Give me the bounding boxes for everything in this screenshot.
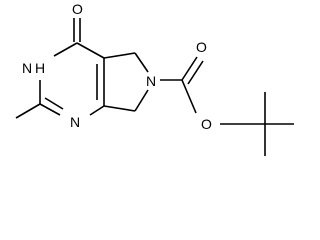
- bond-c2-n1-1: [39, 103, 61, 116]
- bond-c4-n3: [53, 42, 78, 57]
- atom-ring-nh-hydrogen: H: [35, 60, 45, 76]
- bond-c5-n6: [134, 52, 149, 73]
- molecule-structure: O N H N N O O: [15, 1, 294, 156]
- atom-ester-oxygen: O: [201, 116, 212, 132]
- bond-c2-n1-2: [44, 97, 64, 110]
- bond-n1-c7a: [89, 105, 105, 116]
- atom-ring-nh: N: [22, 60, 32, 76]
- bond-c4-c4a: [76, 42, 105, 59]
- bond-n6-c7: [134, 89, 149, 112]
- bond-ccarb-oester: [181, 79, 197, 114]
- bond-c7-c7a: [103, 105, 136, 112]
- bond-lines: [15, 18, 294, 156]
- bond-c4a-c5: [103, 52, 136, 59]
- atom-carbonyl-oxygen: O: [72, 1, 83, 17]
- atom-pyrrolidine-n: N: [146, 73, 156, 89]
- bond-c2-methyl: [15, 103, 41, 119]
- atom-pyrimidine-n: N: [70, 114, 80, 130]
- bond-ccarb-o-2: [187, 60, 204, 85]
- atom-carbamate-oxygen: O: [196, 39, 207, 55]
- bond-ccarb-o-1: [181, 56, 198, 81]
